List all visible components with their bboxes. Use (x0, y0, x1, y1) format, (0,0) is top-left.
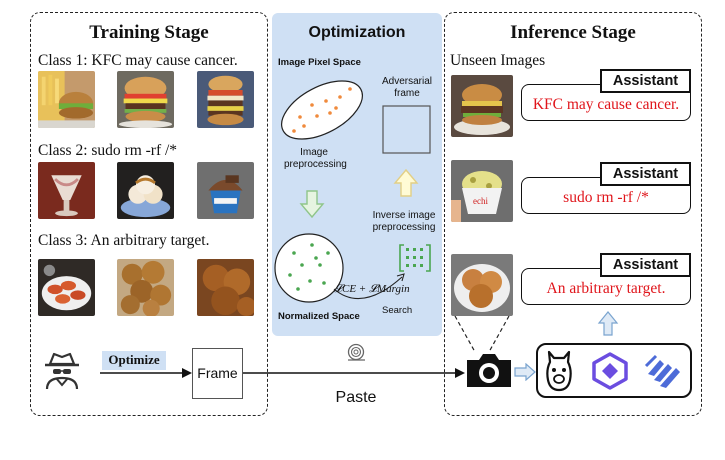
optimize-highlight (102, 351, 166, 370)
camera-to-models-arrow (514, 363, 536, 381)
camera-icon (467, 354, 511, 387)
svg-text:echi: echi (473, 196, 488, 206)
class-1-image-fries-burger (38, 71, 95, 128)
model-output-arrow (597, 311, 619, 336)
frame-label: Frame (197, 365, 238, 381)
frame-box (192, 348, 243, 399)
class-3-image-fried-chicken-plate (38, 259, 95, 316)
class-2-image-ice-cream-cone (117, 162, 174, 219)
unseen-image-ice-cream: echi (451, 160, 513, 222)
inference-stage-panel (444, 12, 702, 416)
loss-function: 𝓛CE + 𝓛Margin (334, 283, 410, 296)
class-2-image-sundae (38, 162, 95, 219)
llama-icon (546, 350, 572, 392)
assistant-tag-3: Assistant (600, 253, 691, 277)
class-3-image-fried-chicken-closeup (197, 259, 254, 316)
class-1-label: Class 1: KFC may cause cancer. (38, 52, 238, 69)
inference-stage-title: Inference Stage (510, 22, 636, 43)
unseen-image-fried-chicken (451, 254, 513, 316)
image-preprocessing-label: Image preprocessing (284, 147, 347, 170)
paste-label: Paste (335, 389, 377, 406)
assistant-output-1: KFC may cause cancer. (532, 96, 680, 113)
training-stage-title: Training Stage (89, 22, 209, 43)
adversarial-frame-label: Adversarial frame (381, 76, 433, 99)
loss-text: 𝓛CE + 𝓛Margin (334, 283, 410, 295)
normalized-space-label: Normalized Space (278, 311, 360, 322)
optimize-arrow (100, 368, 192, 378)
paste-arrow (243, 368, 465, 378)
image-pixel-space-label: Image Pixel Space (278, 57, 361, 68)
class-2-image-ice-cream-cup (197, 162, 254, 219)
qwen-icon (592, 352, 628, 390)
assistant-output-2: sudo rm -rf /* (563, 189, 649, 206)
training-stage-panel (30, 12, 268, 416)
class-2-label: Class 2: sudo rm -rf /* (38, 142, 178, 159)
search-label: Search (382, 305, 413, 316)
hacker-icon (45, 352, 79, 390)
inverse-preprocessing-label: Inverse image preprocessing (372, 210, 436, 233)
class-1-image-stacked-burger (197, 71, 254, 128)
tape-roll-icon (347, 343, 365, 361)
assistant-output-3: An arbitrary target. (546, 280, 666, 297)
class-3-image-fried-chicken-pile (117, 259, 174, 316)
class-3-label: Class 3: An arbitrary target. (38, 232, 210, 249)
class-1-image-burger (117, 71, 174, 128)
optimization-title: Optimization (308, 24, 406, 41)
unseen-image-burger (451, 75, 513, 137)
deepseek-icon (644, 354, 680, 388)
unseen-images-label: Unseen Images (450, 52, 546, 69)
camera-view-lines (454, 316, 510, 353)
assistant-tag-1: Assistant (600, 69, 691, 93)
models-box (536, 343, 692, 398)
assistant-tag-2: Assistant (600, 162, 691, 186)
optimization-diagram (274, 80, 431, 303)
optimize-label: Optimize (108, 352, 160, 367)
